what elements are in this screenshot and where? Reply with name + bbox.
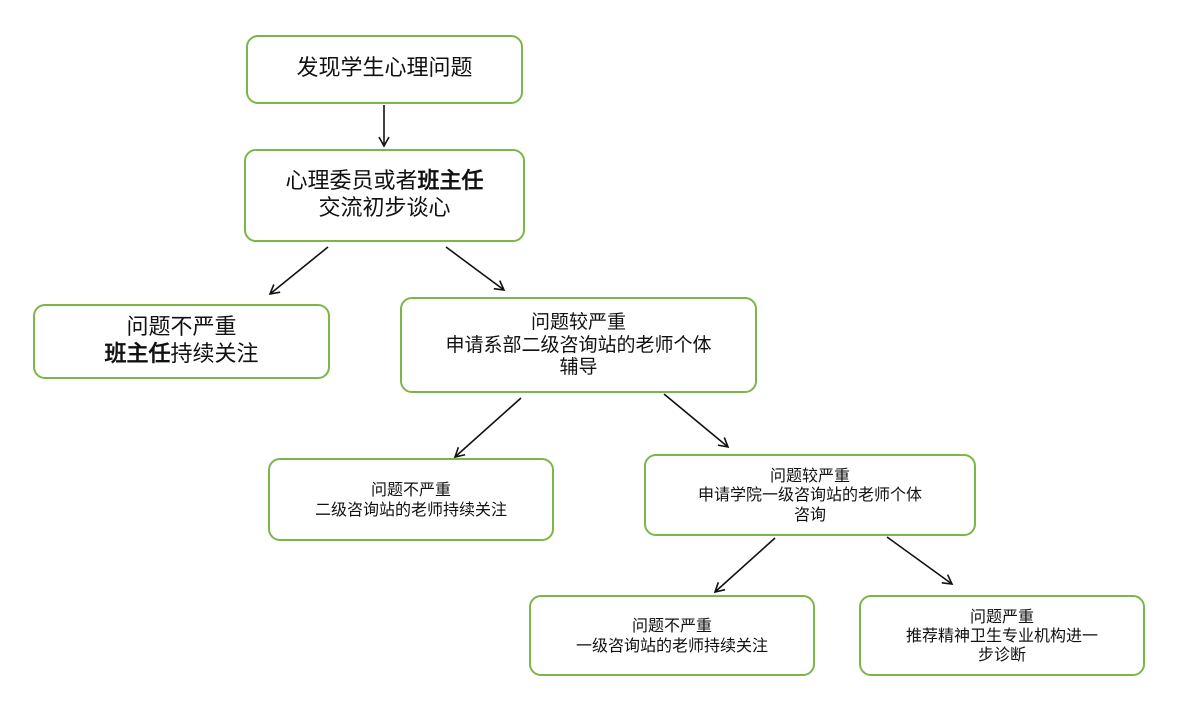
node-text: 问题较严重 (530, 310, 626, 333)
node-serious-college: 问题较严重 申请学院一级咨询站的老师个体 咨询 (644, 454, 976, 536)
node-severe-referral: 问题严重 推荐精神卫生专业机构进一 步诊断 (859, 595, 1145, 676)
arrow-serious-dept-to-minor-level2 (453, 397, 522, 459)
node-text: 问题较严重 (769, 466, 850, 486)
node-discover: 发现学生心理问题 (246, 35, 523, 104)
node-text: 问题严重 (969, 606, 1034, 626)
node-text: 步诊断 (977, 645, 1026, 665)
node-text: 发现学生心理问题 (296, 56, 473, 82)
node-line: 心理委员或者班主任 (285, 169, 483, 195)
node-line: 班主任持续关注 (104, 342, 258, 368)
node-initial-talk: 心理委员或者班主任 交流初步谈心 (244, 149, 525, 242)
node-text: 问题不严重 (370, 480, 451, 500)
node-text-bold: 班主任 (104, 341, 171, 367)
node-minor-level1: 问题不严重 一级咨询站的老师持续关注 (529, 595, 815, 676)
node-text: 问题不严重 (126, 315, 237, 341)
arrow-initial-talk-to-serious-dept (445, 246, 506, 291)
node-text: 一级咨询站的老师持续关注 (575, 635, 768, 655)
arrow-initial-talk-to-minor-class-teacher (268, 246, 329, 296)
node-text: 申请学院一级咨询站的老师个体 (697, 485, 922, 505)
node-text-bold: 班主任 (417, 169, 484, 195)
arrow-serious-college-to-minor-level1 (713, 537, 776, 594)
node-minor-class-teacher: 问题不严重 班主任持续关注 (33, 304, 330, 379)
node-minor-level2: 问题不严重 二级咨询站的老师持续关注 (268, 458, 554, 541)
node-text: 心理委员或者 (285, 169, 418, 195)
node-text: 持续关注 (170, 341, 259, 367)
node-text: 交流初步谈心 (318, 195, 451, 221)
arrow-serious-dept-to-serious-college (663, 393, 730, 449)
node-text: 申请系部二级咨询站的老师个体 (445, 333, 712, 356)
node-text: 辅导 (559, 356, 598, 379)
node-text: 推荐精神卫生专业机构进一 (905, 625, 1098, 645)
node-text: 二级咨询站的老师持续关注 (314, 499, 507, 519)
node-text: 问题不严重 (631, 616, 712, 636)
node-serious-dept: 问题较严重 申请系部二级咨询站的老师个体 辅导 (400, 297, 757, 393)
node-text: 咨询 (793, 504, 826, 524)
arrow-serious-college-to-severe-referral (886, 536, 954, 585)
